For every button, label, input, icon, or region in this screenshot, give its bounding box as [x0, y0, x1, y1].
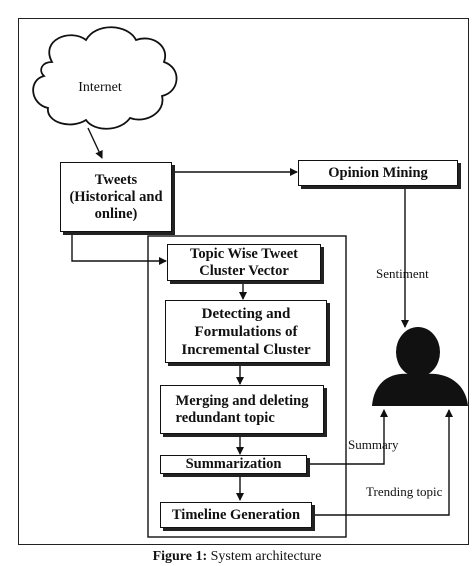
caption-text: System architecture	[210, 549, 322, 564]
detecting-label: Detecting and Formulations of Incrementa…	[181, 305, 311, 358]
cloud-icon	[32, 26, 178, 130]
caption-label: Figure 1:	[152, 549, 208, 564]
merging-label: Merging and deleting redundant topic	[175, 392, 309, 426]
detecting-box: Detecting and Formulations of Incrementa…	[165, 300, 327, 363]
internet-label: Internet	[78, 80, 122, 95]
tweets-label: Tweets (Historical and online)	[69, 171, 163, 222]
opinion-mining-label: Opinion Mining	[328, 164, 428, 181]
topic-cluster-label: Topic Wise Tweet Cluster Vector	[190, 245, 298, 279]
summarization-label: Summarization	[185, 456, 282, 472]
user-silhouette-icon	[372, 327, 468, 406]
timeline-label: Timeline Generation	[171, 506, 301, 523]
merging-box: Merging and deleting redundant topic	[160, 385, 324, 434]
arrow-internet-tweets	[87, 127, 103, 159]
pipeline-frame	[147, 235, 347, 538]
timeline-box: Timeline Generation	[160, 502, 312, 528]
arrow-trending-user	[312, 409, 453, 516]
figure-caption: Figure 1: System architecture	[0, 549, 474, 565]
arrow-summary-user	[307, 409, 388, 465]
trending-topic-label: Trending topic	[366, 484, 443, 499]
tweets-box: Tweets (Historical and online)	[60, 162, 172, 232]
sentiment-label: Sentiment	[376, 266, 429, 281]
summarization-box: Summarization	[160, 455, 307, 474]
topic-cluster-box: Topic Wise Tweet Cluster Vector	[167, 244, 321, 281]
summary-label: Summary	[348, 437, 399, 452]
outer-frame	[18, 18, 469, 545]
arrow-tweets-topic	[71, 233, 167, 265]
opinion-mining-box: Opinion Mining	[298, 160, 458, 186]
